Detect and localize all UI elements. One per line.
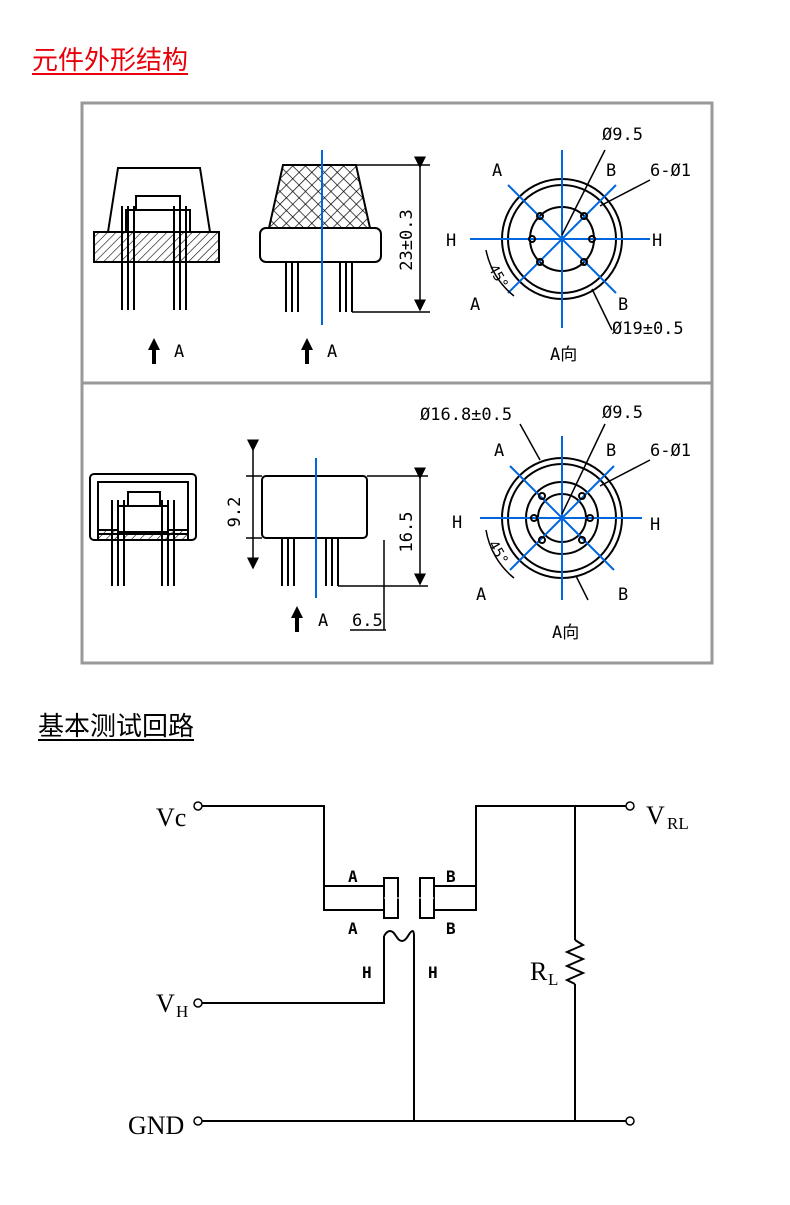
svg-text:A: A	[348, 867, 358, 886]
svg-text:H: H	[428, 963, 438, 982]
svg-text:B: B	[446, 867, 456, 886]
sensor-pin-labels: A A B B H H	[348, 867, 456, 982]
circuit-terminals	[193, 801, 635, 1126]
panel1-arrow-a2: A	[301, 338, 337, 364]
svg-text:GND: GND	[128, 1111, 184, 1140]
svg-text:RL: RL	[667, 814, 689, 833]
svg-text:B: B	[618, 295, 628, 315]
svg-text:A: A	[492, 161, 502, 181]
terminal-gnd-right	[625, 1116, 635, 1126]
svg-text:B: B	[446, 919, 456, 938]
svg-text:H: H	[652, 231, 662, 251]
panel1-arrow-a: A	[148, 338, 184, 364]
panel1-dim-height: 23±0.3	[397, 209, 417, 270]
svg-text:A: A	[327, 342, 337, 362]
svg-text:A: A	[494, 441, 504, 461]
panel2-bottom-labels: Ø16.8±0.5 Ø9.5 6-Ø1 A A B B H H 45° A向	[420, 403, 691, 643]
terminal-vrl	[625, 801, 635, 811]
panel1-bottom-view	[470, 149, 651, 331]
svg-text:V: V	[156, 989, 175, 1018]
svg-text:A向: A向	[552, 623, 579, 643]
svg-text:A: A	[470, 295, 480, 315]
svg-text:B: B	[606, 441, 616, 461]
svg-text:R: R	[530, 957, 548, 986]
panel2-dim-height: 16.5	[397, 512, 417, 553]
section-title-circuit: 基本测试回路	[38, 712, 195, 742]
svg-text:A: A	[476, 585, 486, 605]
svg-text:L: L	[548, 970, 558, 989]
outline-frame	[80, 101, 714, 665]
svg-text:45°: 45°	[485, 262, 512, 292]
circuit-labels: Vc V RL V H GND R L	[128, 801, 689, 1140]
svg-text:Ø16.8±0.5: Ø16.8±0.5	[420, 405, 512, 425]
sensor-element	[383, 877, 435, 942]
svg-text:H: H	[446, 231, 456, 251]
svg-text:H: H	[176, 1002, 188, 1021]
panel1-side-view	[93, 167, 220, 310]
panel2-dim-body: 9.2	[225, 497, 245, 528]
svg-text:6-Ø1: 6-Ø1	[650, 161, 691, 181]
terminal-vh	[193, 998, 203, 1008]
svg-text:A: A	[174, 342, 184, 362]
svg-text:Ø9.5: Ø9.5	[602, 125, 643, 145]
circuit-wires	[200, 805, 628, 1122]
svg-text:Ø19±0.5: Ø19±0.5	[612, 319, 684, 339]
panel2-bottom-view	[480, 423, 651, 601]
svg-text:A: A	[348, 919, 358, 938]
svg-text:H: H	[362, 963, 372, 982]
svg-text:B: B	[618, 585, 628, 605]
panel2-dim-pin: 6.5	[352, 611, 383, 631]
terminal-gnd-left	[193, 1116, 203, 1126]
svg-text:H: H	[650, 515, 660, 535]
svg-text:A向: A向	[550, 345, 577, 365]
panel2-side-view	[89, 473, 197, 586]
svg-text:H: H	[452, 513, 462, 533]
terminal-vc	[193, 801, 203, 811]
panel1-front-view	[259, 150, 430, 325]
svg-text:B: B	[606, 161, 616, 181]
panel1-bottom-labels: Ø9.5 6-Ø1 Ø19±0.5 A A B B H H 45° A向	[446, 125, 691, 365]
svg-text:Ø9.5: Ø9.5	[602, 403, 643, 423]
svg-text:6-Ø1: 6-Ø1	[650, 441, 691, 461]
svg-text:V: V	[646, 801, 665, 830]
panel2-arrow-a: A	[291, 606, 328, 632]
section-title-outline: 元件外形结构	[32, 46, 189, 76]
panel2-front-view	[246, 439, 428, 631]
svg-text:A: A	[318, 611, 328, 631]
svg-text:Vc: Vc	[156, 803, 186, 832]
